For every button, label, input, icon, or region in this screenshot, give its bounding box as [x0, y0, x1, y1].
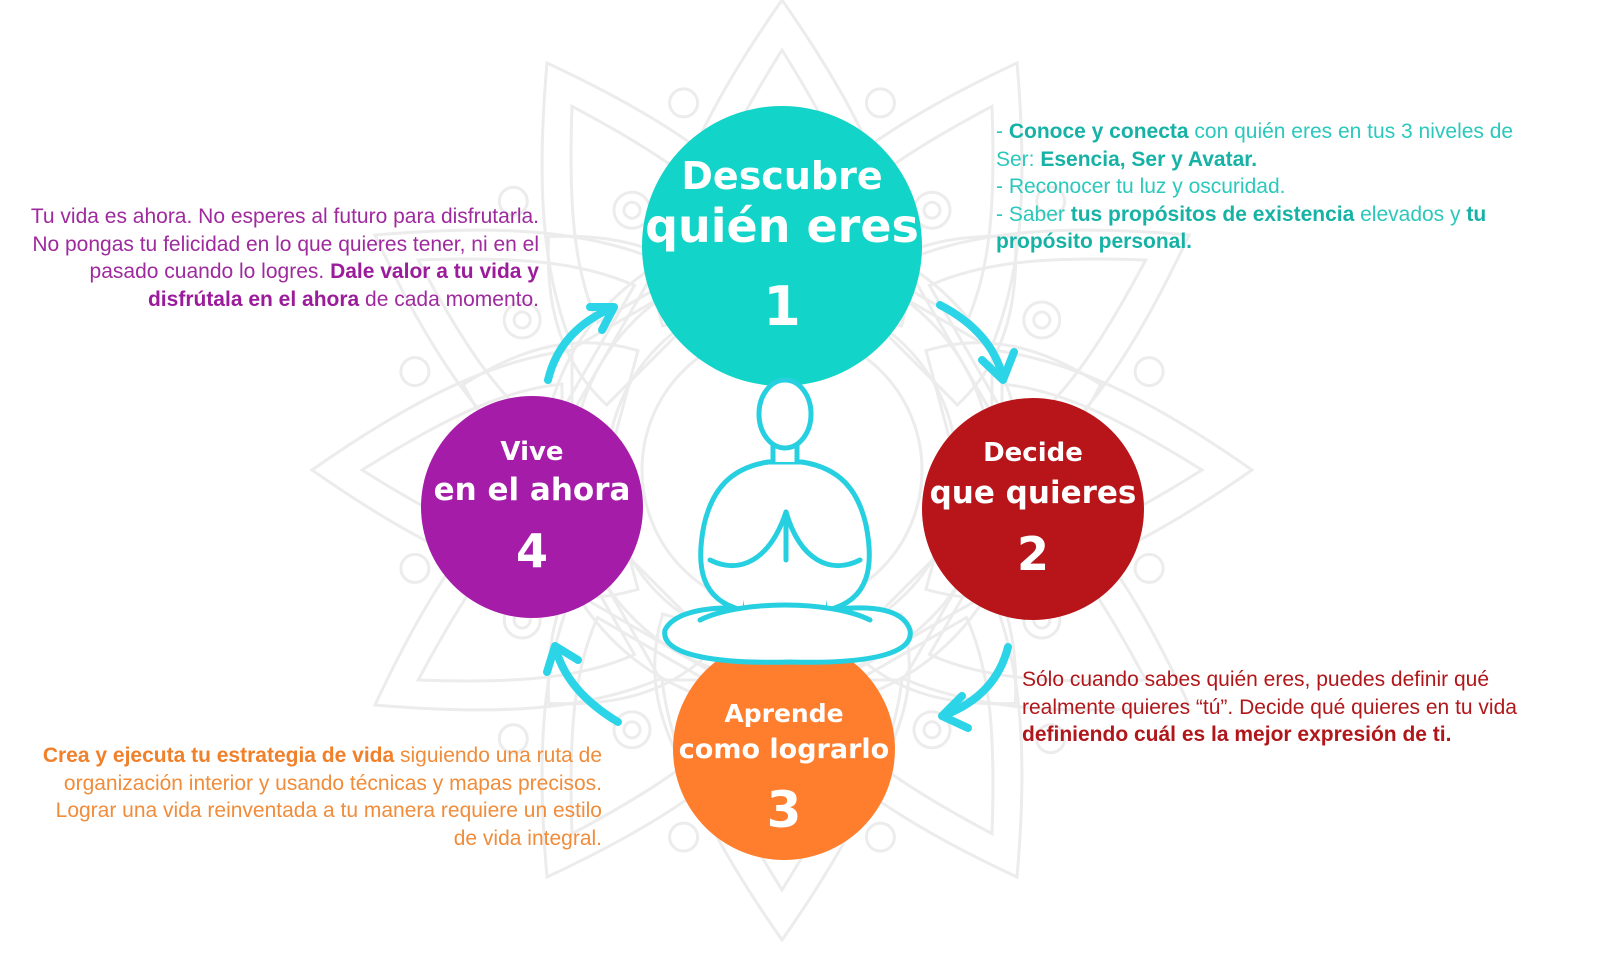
step-1-number: 1: [763, 274, 801, 338]
description-bold-text: Conoce y conecta: [1008, 120, 1189, 143]
step-3-title-line1: Aprende: [724, 699, 844, 729]
step-2-title-line2: que quieres: [929, 475, 1137, 512]
step-4-description: Tu vida es ahora. No esperes al futuro p…: [8, 203, 539, 313]
step-1-title-line1: Descubre: [681, 153, 883, 198]
step-1-circle: Descubre quién eres 1: [642, 106, 922, 386]
description-text: Sólo cuando sabes quién eres, puedes def…: [1022, 668, 1517, 719]
description-bold-text: tu propósito personal.: [996, 202, 1487, 254]
description-bold-text: tus propósitos de existencia: [1070, 202, 1355, 226]
step-4-number: 4: [515, 523, 548, 578]
step-3-number: 3: [766, 781, 802, 840]
description-text: elevados y: [1354, 202, 1467, 226]
step-4-circle: Vive en el ahora 4: [421, 396, 643, 618]
description-text: Tu vida es ahora. No esperes al futuro p…: [30, 205, 539, 283]
step-3-circle: Aprende como lograrlo 3: [673, 638, 895, 860]
step-1-title-line2: quién eres: [645, 199, 919, 254]
description-text: con quién eres en tus 3 niveles de Ser:: [996, 120, 1514, 171]
description-bold-text: Esencia, Ser y Avatar.: [1040, 147, 1258, 171]
description-text: - Reconocer tu luz y oscuridad.: [996, 175, 1286, 198]
description-text: de cada momento.: [359, 287, 539, 311]
description-text: - Saber: [996, 202, 1071, 226]
description-bold-text: Dale valor a tu vida y disfrútala en el …: [147, 260, 539, 311]
step-2-number: 2: [1016, 526, 1049, 581]
step-2-circle: Decide que quieres 2: [922, 398, 1144, 620]
description-text: siguiendo una ruta de organización inter…: [55, 744, 602, 850]
description-text: -: [996, 120, 1009, 143]
description-bold-text: Crea y ejecuta tu estrategia de vida: [42, 744, 395, 767]
step-3-title-line2: como lograrlo: [678, 733, 890, 765]
step-4-title-line1: Vive: [500, 436, 564, 467]
step-2-title-line1: Decide: [983, 437, 1083, 468]
step-1-description: - Conoce y conecta con quién eres en tus…: [996, 118, 1556, 256]
step-4-title-line2: en el ahora: [433, 472, 631, 509]
step-3-description: Crea y ejecuta tu estrategia de vida sig…: [40, 742, 602, 852]
step-2-description: Sólo cuando sabes quién eres, puedes def…: [1022, 666, 1582, 749]
description-bold-text: definiendo cuál es la mejor expresión de…: [1022, 723, 1452, 746]
